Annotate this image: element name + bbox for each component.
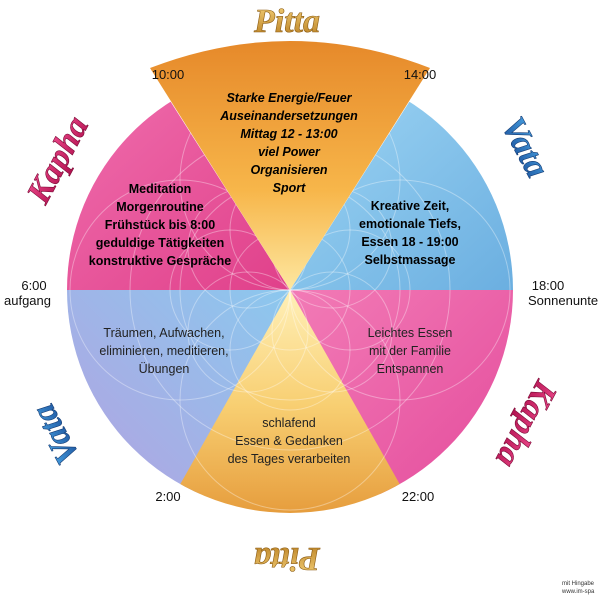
top-line: Organisieren [250,163,327,177]
dosha-label-lower-right: Kapha [488,374,565,474]
segment-top [150,41,430,290]
time-14: 14:00 [404,67,437,82]
lower-right-line: Leichtes Essen [368,326,453,340]
segment-lower-left-text: Träumen, Aufwachen, eliminieren, meditie… [99,326,228,376]
segment-bottom-text: schlafend Essen & Gedanken des Tages ver… [228,416,351,466]
bottom-line: Essen & Gedanken [235,434,343,448]
top-line: Starke Energie/Feuer [226,91,352,105]
upper-right-line: emotionale Tiefs, [359,217,461,231]
bottom-line: des Tages verarbeiten [228,452,351,466]
lower-right-line: Entspannen [377,362,444,376]
dosha-label-top: Pitta [253,3,320,40]
segment-lower-right-text: Leichtes Essen mit der Familie Entspanne… [368,326,453,376]
time-6: 6:00 [21,278,46,293]
segment-top-text: Starke Energie/Feuer Auseinandersetzunge… [219,91,358,195]
upper-left-line: konstruktive Gespräche [89,254,231,268]
lower-left-line: Träumen, Aufwachen, [103,326,224,340]
dosha-label-bottom: Pitta [254,540,321,577]
upper-left-line: Meditation [129,182,192,196]
time-2: 2:00 [155,489,180,504]
upper-left-line: Frühstück bis 8:00 [105,218,215,232]
credit-line: www.im-spa [561,589,595,595]
time-18: 18:00 [532,278,565,293]
lower-left-line: eliminieren, meditieren, [99,344,228,358]
bottom-line: schlafend [262,416,316,430]
time-22: 22:00 [402,489,435,504]
upper-left-line: Morgenroutine [116,200,204,214]
dosha-label-upper-right: Vata [494,111,556,183]
segment-upper-right-text: Kreative Zeit, emotionale Tiefs, Essen 1… [359,199,461,267]
time-10: 10:00 [152,67,185,82]
upper-left-line: geduldige Tätigkeiten [96,236,225,250]
dosha-label-lower-left: Vata [25,398,87,470]
top-line: viel Power [258,145,321,159]
credit-line: mit Hingabe [562,581,595,587]
sunset-label: Sonnenunte [528,293,598,308]
dosha-label-upper-left: Kapha [19,110,96,210]
top-line: Auseinandersetzungen [219,109,358,123]
upper-right-line: Essen 18 - 19:00 [361,235,458,249]
lower-right-line: mit der Familie [369,344,451,358]
top-line: Mittag 12 - 13:00 [240,127,337,141]
sunrise-label: aufgang [4,293,51,308]
segment-bottom [160,290,420,513]
upper-right-line: Selbstmassage [364,253,455,267]
top-line: Sport [273,181,306,195]
lower-left-line: Übungen [139,362,190,376]
segment-upper-left-text: Meditation Morgenroutine Frühstück bis 8… [89,182,231,268]
upper-right-line: Kreative Zeit, [371,199,450,213]
